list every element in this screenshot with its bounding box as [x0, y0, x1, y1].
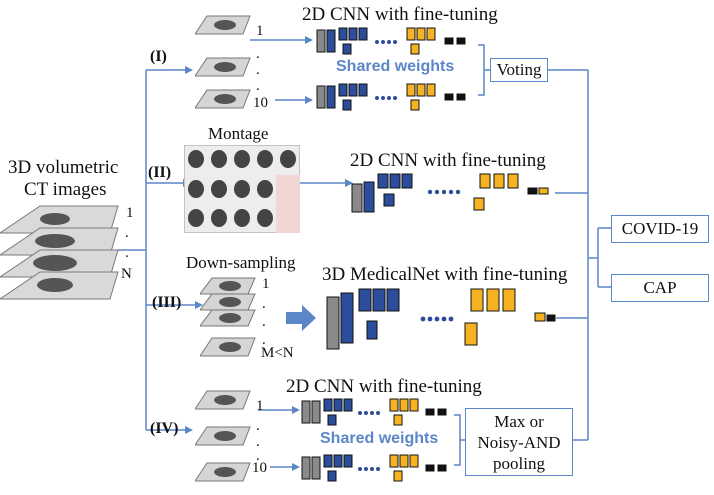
branch-3-index-first: 1 — [262, 276, 270, 292]
branch-2-label: (II) — [148, 164, 172, 181]
branch-2-network-label: 2D CNN with fine-tuning — [350, 150, 546, 171]
voting-box: Voting — [490, 58, 548, 82]
branch-3-network-label: 3D MedicalNet with fine-tuning — [322, 264, 568, 285]
down-sampling-label: Down-sampling — [186, 253, 296, 272]
ct-volume-stack — [0, 205, 119, 300]
branch-1-shared-weights: Shared weights — [336, 58, 455, 75]
branch-3-index-last: M<N — [261, 345, 294, 361]
branch-4-shared-weights: Shared weights — [320, 430, 439, 447]
branch-1-label: (I) — [150, 48, 167, 65]
pooling-line3: pooling — [493, 454, 545, 473]
branch-4-slices — [195, 390, 251, 482]
input-index-last: N — [121, 266, 132, 282]
covid-output-box: COVID-19 — [611, 215, 709, 243]
branch-4-label: (IV) — [150, 420, 179, 437]
input-title-line2: CT images — [24, 179, 107, 200]
branch-1-network-label: 2D CNN with fine-tuning — [302, 4, 498, 25]
input-title-line1: 3D volumetric — [8, 157, 119, 178]
pooling-line1: Max or — [494, 412, 544, 431]
branch-2-cnn-diagram — [351, 173, 549, 213]
branch-1-index-first: 1 — [256, 23, 264, 39]
input-index-first: 1 — [126, 205, 134, 221]
cap-output-box: CAP — [611, 274, 709, 302]
branch-1-cnn-diagram — [316, 27, 466, 111]
branch-4-cnn-diagram — [301, 398, 447, 482]
montage-grid — [184, 145, 300, 233]
branch-3-medicalnet-diagram — [326, 288, 556, 350]
branch-1-slices — [195, 15, 251, 109]
branch-3-slices — [200, 277, 256, 357]
branch-4-network-label: 2D CNN with fine-tuning — [286, 376, 482, 397]
pooling-line2: Noisy-AND — [477, 433, 561, 452]
branch-1-index-last: 10 — [253, 95, 268, 111]
branch-4-index-first: 1 — [256, 398, 264, 414]
branch-3-label: (III) — [152, 294, 182, 311]
branch-4-index-last: 10 — [252, 460, 267, 476]
montage-label: Montage — [208, 124, 269, 143]
pooling-box: Max or Noisy-AND pooling — [465, 408, 573, 476]
